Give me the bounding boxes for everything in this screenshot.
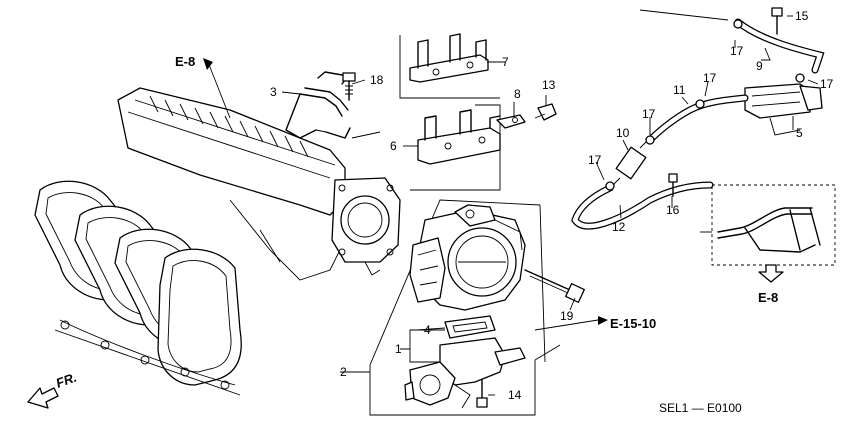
part-14-bolt xyxy=(476,379,488,408)
callout-7: 7 xyxy=(502,55,509,69)
callout-6: 6 xyxy=(390,139,397,153)
callout-17-a: 17 xyxy=(730,44,744,58)
part-4-gasket xyxy=(444,315,496,339)
callout-17-e: 17 xyxy=(820,77,834,91)
part-3-fuel-pipe-bracket xyxy=(285,71,351,139)
callout-12: 12 xyxy=(612,220,626,234)
part-1-iacv xyxy=(404,337,526,409)
callout-17-d: 17 xyxy=(588,153,602,167)
part-6-bracket xyxy=(410,104,501,191)
callout-8: 8 xyxy=(514,87,521,101)
part-7-bracket-box xyxy=(399,33,500,99)
part-13-nut xyxy=(534,103,557,121)
hose-clamps xyxy=(605,19,805,191)
callout-2: 2 xyxy=(340,365,347,379)
callout-14: 14 xyxy=(508,388,522,402)
callout-10: 10 xyxy=(616,126,630,140)
callout-5: 5 xyxy=(796,126,803,140)
e8-down-arrow-icon xyxy=(758,264,784,283)
callout-17-b: 17 xyxy=(703,71,717,85)
ref-e8-right[interactable]: E-8 xyxy=(758,290,778,305)
front-arrow-label: FR. xyxy=(54,370,79,391)
e1510-pointer xyxy=(534,316,608,361)
front-arrow-icon xyxy=(27,387,59,409)
callout-13: 13 xyxy=(542,78,556,92)
part-15-bolt xyxy=(771,7,783,35)
callout-4: 4 xyxy=(424,323,431,337)
callout-1: 1 xyxy=(395,342,402,356)
callout-16: 16 xyxy=(666,203,680,217)
part-9-hose xyxy=(639,9,825,74)
leader-lines xyxy=(281,15,819,396)
part-16-joint xyxy=(668,173,678,197)
intake-manifold xyxy=(34,87,401,396)
throttle-body-assembly xyxy=(369,199,546,416)
e8-top-pointer xyxy=(203,58,231,119)
callout-17-c: 17 xyxy=(642,107,656,121)
diagram-code: SEL1 — E0100 xyxy=(659,401,742,415)
callout-18: 18 xyxy=(370,73,384,87)
vacuum-line xyxy=(351,131,381,139)
callout-19: 19 xyxy=(560,309,574,323)
pipe-assembly-box xyxy=(700,184,836,266)
part-11-hose xyxy=(646,94,749,144)
callout-11: 11 xyxy=(673,83,686,97)
part-19-bolt xyxy=(524,269,585,303)
ref-e1510[interactable]: E-15-10 xyxy=(610,316,656,331)
part-18-bolt xyxy=(342,72,356,101)
callout-3: 3 xyxy=(270,85,277,99)
part-8-clip xyxy=(496,114,526,129)
ref-e8-top[interactable]: E-8 xyxy=(175,54,195,69)
callout-9: 9 xyxy=(756,59,763,73)
part-12-hose xyxy=(571,181,714,230)
callout-15: 15 xyxy=(795,9,809,23)
part-10-filter xyxy=(611,139,649,187)
part-5-solenoid-valve xyxy=(744,83,823,136)
